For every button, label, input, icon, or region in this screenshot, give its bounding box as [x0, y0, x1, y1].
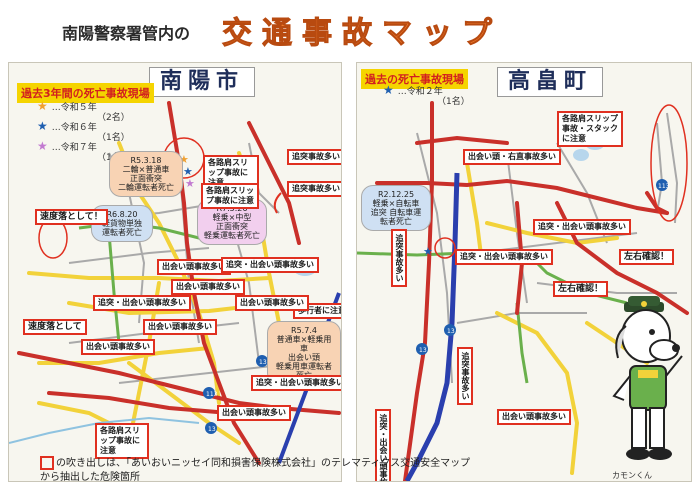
danger-label: 速度落として！: [35, 209, 108, 225]
danger-label: 左右確認！: [619, 249, 675, 265]
callout-text: 軽貨物単独 運転者死亡: [102, 219, 142, 237]
legend-count: （1名）: [437, 97, 470, 107]
danger-label: 出会い頭事故多い: [217, 405, 291, 421]
legend-item-r2: ★…令和２年 （1名）: [383, 83, 470, 107]
callout-text: 軽乗×自転車 追突 自転車運転者死亡: [370, 199, 422, 226]
accident-star-r2: ★: [423, 245, 433, 258]
callout-date: R6.8.20: [106, 210, 138, 219]
danger-label: 出会い頭・右直事故多い: [463, 149, 561, 165]
accident-callout: R2.12.25 軽乗×自転車 追突 自転車運転者死亡: [361, 185, 431, 231]
mascot-illustration: [612, 296, 683, 460]
danger-label: 追突事故多い: [287, 149, 341, 165]
route-marker-label: 13: [419, 347, 427, 354]
danger-label: 各路肩スリップ事故・スタックに注意: [557, 111, 623, 147]
danger-label: 追突事故多い: [457, 347, 473, 405]
nanyo-map-panel: ★ ★ ★ 113 13 13 南陽市 過去3年間の死亡事故現場 ★…令和５年 …: [8, 62, 342, 482]
star-icon: ★: [37, 99, 48, 113]
footnote: の吹き出しは、「あいおいニッセイ同和損害保険株式会社」のテレマティクス交通安全マ…: [40, 456, 470, 485]
route-marker-label: 113: [206, 391, 218, 398]
danger-label: 追突・出会い頭事故多い: [93, 295, 191, 311]
legend-label: …令和５年: [51, 103, 97, 113]
legend-title: 過去3年間の死亡事故現場: [17, 83, 154, 103]
route-marker-label: 13: [447, 328, 455, 335]
accident-star-r5: ★: [179, 153, 189, 166]
callout-date: R5.7.4: [291, 326, 317, 335]
accident-callout: R5.3.18 二輪×普通車 正面衝突 二輪運転者死亡: [109, 151, 183, 197]
accident-star-r7: ★: [185, 177, 195, 190]
route-markers: [416, 179, 668, 355]
danger-label: 追突事故多い: [287, 181, 341, 197]
danger-label: 出会い頭事故多い: [497, 409, 571, 425]
takahata-map-panel: ★ 113 13 13 高畠町 過去の死亡事故現場 ★…令和２年 （1名） R2…: [356, 62, 692, 482]
route-markers: [203, 355, 268, 434]
city-name-nanyo: 南陽市: [149, 67, 256, 97]
route-marker-label: 13: [259, 359, 267, 366]
danger-label: 追突・出会い頭事故多い: [455, 249, 553, 265]
route-marker-label: 113: [658, 183, 670, 190]
legend-count: （2名）: [97, 113, 130, 123]
star-icon: ★: [37, 139, 48, 153]
accident-star-r6: ★: [183, 165, 193, 178]
danger-label: 各路肩スリップ事故に注意: [201, 183, 259, 209]
danger-label: 出会い頭事故多い: [171, 279, 245, 295]
danger-label: 出会い頭事故多い: [81, 339, 155, 355]
callout-date: R5.3.18: [130, 156, 162, 165]
footnote-line2: から抽出した危険箇所: [40, 472, 140, 483]
legend-item-r5: ★…令和５年 （2名）: [37, 99, 130, 123]
footnote-line1: の吹き出しは、「あいおいニッセイ同和損害保険株式会社」のテレマティクス交通安全マ…: [56, 458, 471, 469]
danger-box-icon: [40, 456, 54, 470]
callout-text: 軽乗×中型 正面衝突 軽乗運転者死亡: [204, 213, 260, 240]
legend-label: …令和２年: [397, 87, 443, 97]
legend-label: …令和６年: [51, 123, 97, 133]
danger-label: 追突事故多い: [391, 229, 407, 287]
danger-label: 追突・出会い頭事故多い: [251, 375, 341, 391]
map-title: 交通事故マップ: [222, 16, 502, 52]
danger-label: 追突・出会い頭事故多い: [221, 257, 319, 273]
callout-text: 普通車×軽乗用車 出会い頭 軽乗用車運転者死亡: [276, 335, 332, 380]
callout-date: R2.12.25: [377, 190, 415, 199]
callout-text: 二輪×普通車 正面衝突 二輪運転者死亡: [118, 165, 174, 192]
danger-label: 各路肩スリップ事故に注意: [95, 423, 149, 459]
danger-label: 速度落として: [23, 319, 87, 335]
city-name-takahata: 高畠町: [497, 67, 604, 97]
star-icon: ★: [383, 83, 394, 97]
header-subtitle: 南陽警察署管内の: [62, 24, 191, 43]
danger-label: 出会い頭事故多い: [157, 259, 231, 275]
danger-label: 出会い頭事故多い: [143, 319, 217, 335]
legend-count: （1名）: [97, 133, 130, 143]
legend-label: …令和７年: [51, 143, 97, 153]
route-marker-label: 13: [208, 426, 216, 433]
legend-title: 過去の死亡事故現場: [361, 69, 468, 89]
danger-label: 追突・出会い頭事故多い: [533, 219, 631, 235]
legend-item-r6: ★…令和６年 （1名）: [37, 119, 130, 143]
danger-label: 出会い頭事故多い: [235, 295, 309, 311]
danger-label: 追突・出会い頭事故多い: [375, 409, 391, 481]
accident-callout: R6.8.20 軽貨物単独 運転者死亡: [91, 205, 153, 242]
mascot-name: カモンくん: [612, 471, 652, 480]
danger-label: 左右確認！: [553, 281, 609, 297]
star-icon: ★: [37, 119, 48, 133]
